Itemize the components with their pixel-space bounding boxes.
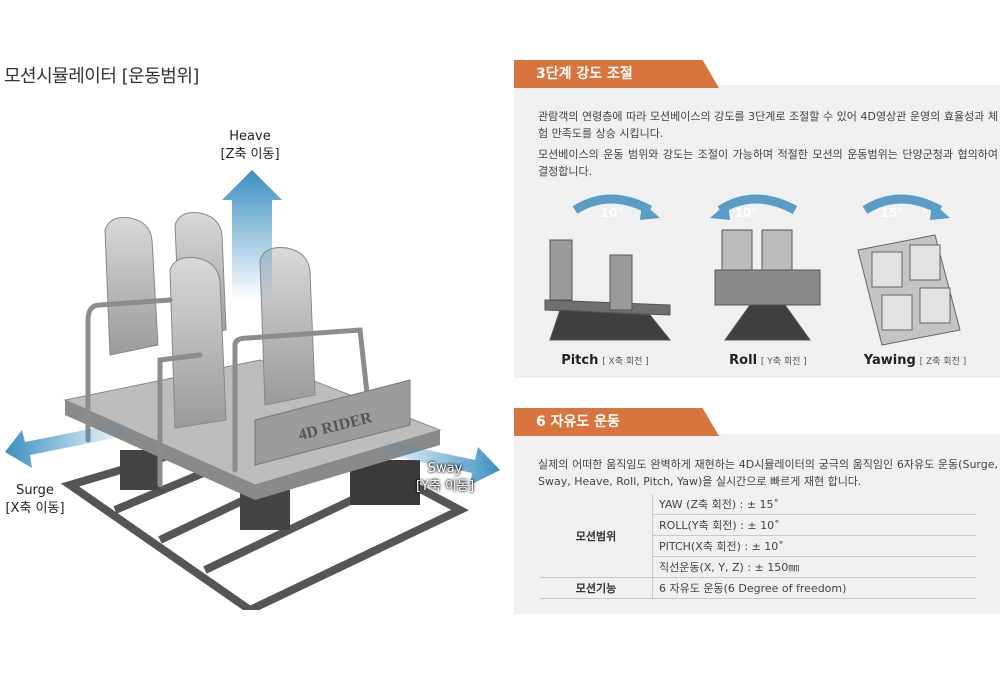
spec-table: 모션범위 YAW (Z축 회전) : ± 15˚ ROLL(Y축 회전) : ±… [540,494,976,599]
function-value: 6 자유도 운동(6 Degree of freedom) [652,577,976,599]
roll-angle: 10° [734,206,758,220]
sway-arrow [378,440,500,485]
yaw-model [857,234,961,346]
pitch-name: Pitch [561,353,599,368]
seats [104,212,316,429]
pitch-model [544,239,672,341]
surge-name: Surge [16,483,54,498]
yaw-angle: 15° [880,206,904,220]
surge-label: Surge [X축 이동] [0,482,70,518]
yaw-caption: Yawing [ Z축 회전 ] [835,353,995,368]
heave-label: Heave [Z축 이동] [205,128,295,164]
yaw-axis: [ Z축 회전 ] [919,357,967,367]
roll-name: Roll [729,353,758,368]
table-row: 직선운동(X, Y, Z) : ± 150㎜ [540,556,976,578]
table-row: ROLL(Y축 회전) : ± 10˚ [540,514,976,536]
roll-model [714,229,821,341]
function-header: 모션기능 [540,577,653,599]
range-linear: 직선운동(X, Y, Z) : ± 150㎜ [652,556,976,578]
range-header: 모션범위 [540,494,653,578]
pitch-caption: Pitch [ X축 회전 ] [525,353,685,368]
roll-caption: Roll [ Y축 회전 ] [688,353,848,368]
rotation-diagrams [544,194,961,346]
heave-arrow [222,170,282,300]
yaw-name: Yawing [863,353,916,368]
heave-axis: [Z축 이동] [220,147,280,162]
sway-name: Sway [427,461,463,476]
intensity-paragraph-1: 관람객의 연령층에 따라 모션베이스의 강도를 3단계로 조절할 수 있어 4D… [538,110,998,140]
table-row: 모션범위 YAW (Z축 회전) : ± 15˚ [540,494,976,578]
dof-tab: 6 자유도 운동 [514,408,719,436]
pitch-axis: [ X축 회전 ] [602,357,649,367]
pitch-angle: 10° [600,206,624,220]
motion-simulator-illustration: 4D RIDER [5,170,500,610]
dof-paragraph: 실제의 어떠한 움직임도 완벽하게 재현하는 4D시뮬레이터의 궁극의 움직임인… [538,458,998,488]
page-title: 모션시뮬레이터 [운동범위] [4,66,199,87]
intensity-tab: 3단계 강도 조절 [514,60,719,88]
sway-label: Sway [Y축 이동] [400,460,490,496]
range-pitch: PITCH(X축 회전) : ± 10˚ [652,535,976,557]
table-row: 모션기능 6 자유도 운동(6 Degree of freedom) [540,577,976,599]
surge-axis: [X축 이동] [5,501,65,516]
heave-name: Heave [229,129,271,144]
sway-axis: [Y축 이동] [415,479,475,494]
intensity-paragraph-2: 모션베이스의 운동 범위와 강도는 조절이 가능하며 적절한 모션의 운동범위는… [538,148,998,178]
surge-arrow [5,422,130,468]
roll-axis: [ Y축 회전 ] [760,357,807,367]
brand-panel [254,379,411,466]
table-row: PITCH(X축 회전) : ± 10˚ [540,535,976,557]
range-yaw: YAW (Z축 회전) : ± 15˚ [652,494,976,515]
range-roll: ROLL(Y축 회전) : ± 10˚ [652,514,976,536]
